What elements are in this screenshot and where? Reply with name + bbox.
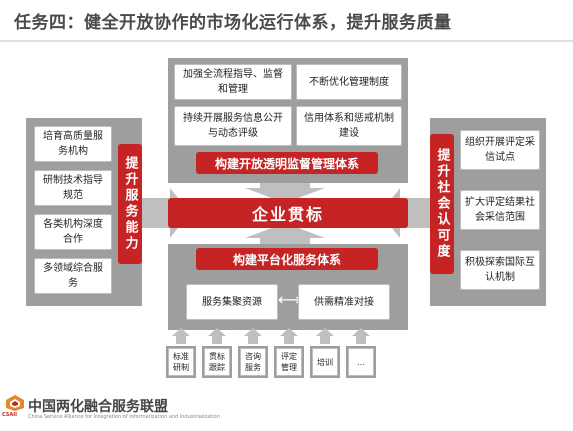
center-bar: 企业贯标 bbox=[168, 198, 408, 228]
right-box-3: 积极探索国际互认机制 bbox=[460, 250, 540, 290]
footer-org-name: 中国两化融合服务联盟 bbox=[28, 399, 168, 415]
logo-text: CSAII bbox=[2, 412, 17, 418]
right-box-2: 扩大评定结果社会采信范围 bbox=[460, 190, 540, 230]
top-box-3: 持续开展服务信息公开与动态评级 bbox=[174, 106, 292, 146]
small-box-2: 贯标跟踪 bbox=[204, 348, 230, 376]
bottom-box-1: 服务集聚资源 bbox=[186, 284, 278, 320]
top-box-4: 信用体系和惩戒机制建设 bbox=[296, 106, 402, 146]
bottom-bar: 构建平台化服务体系 bbox=[196, 248, 378, 270]
small-box-1: 标准研制 bbox=[168, 348, 194, 376]
left-bar: 提升服务能力 bbox=[118, 144, 142, 264]
top-box-2: 不断优化管理制度 bbox=[296, 64, 402, 100]
csaii-logo-icon bbox=[6, 395, 24, 411]
bottom-arrow-shape bbox=[245, 223, 325, 248]
small-box-4: 评定管理 bbox=[276, 348, 302, 376]
right-box-1: 组织开展评定采信试点 bbox=[460, 130, 540, 170]
top-arrow-shape bbox=[245, 178, 325, 203]
page-title: 任务四：健全开放协作的市场化运行体系，提升服务质量 bbox=[14, 13, 452, 33]
footer-org-name-en: China Service Alliance for Integration o… bbox=[28, 414, 220, 420]
left-box-4: 多领域综合服务 bbox=[34, 258, 112, 294]
bidirectional-arrow-icon: ⟷ bbox=[278, 290, 301, 309]
small-box-6: … bbox=[348, 348, 374, 376]
left-box-2: 研制技术指导规范 bbox=[34, 170, 112, 206]
small-box-5: 培训 bbox=[312, 348, 338, 376]
title-divider bbox=[0, 40, 573, 42]
bottom-box-2: 供需精准对接 bbox=[298, 284, 390, 320]
small-box-3: 咨询服务 bbox=[240, 348, 266, 376]
top-bar: 构建开放透明监督管理体系 bbox=[196, 152, 378, 174]
top-box-1: 加强全流程指导、监督和管理 bbox=[174, 64, 292, 100]
right-bar: 提升社会认可度 bbox=[430, 134, 454, 274]
left-box-1: 培育高质量服务机构 bbox=[34, 126, 112, 162]
left-box-3: 各类机构深度合作 bbox=[34, 214, 112, 250]
